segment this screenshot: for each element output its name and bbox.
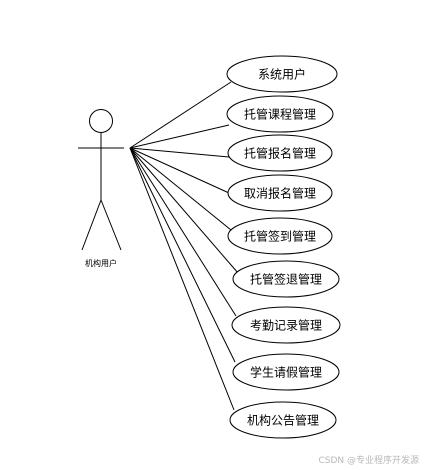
use-case-check-in-management: 托管签到管理 [227,217,333,255]
use-case-label: 系统用户 [258,67,306,82]
association-line [129,147,232,231]
actor-right-leg [100,199,122,251]
use-case-label: 取消报名管理 [244,186,316,201]
use-case-label: 托管报名管理 [244,146,316,161]
actor-figure [78,109,124,251]
use-case-ellipse [226,95,334,133]
association-line [129,124,230,149]
association-line [129,147,239,274]
use-case-label: 托管签退管理 [250,272,322,287]
association-line [129,81,232,149]
actor-label: 机构用户 [85,258,117,268]
use-case-ellipse [226,55,338,93]
use-case-registration-management: 托管报名管理 [227,134,333,172]
watermark: CSDN @专业程序开发源 [318,456,419,466]
use-case-student-leave: 学生请假管理 [232,353,340,391]
association-line [129,147,236,363]
use-case-label: 机构公告管理 [247,413,319,428]
use-case-ellipse [232,353,340,391]
use-case-label: 考勤记录管理 [250,318,322,333]
use-case-label: 学生请假管理 [250,365,322,380]
association-line [129,147,230,194]
actor-head [89,109,113,133]
use-case-check-out-management: 托管签退管理 [232,260,340,298]
use-case-ellipse [231,306,341,344]
use-case-course-management: 托管课程管理 [226,95,334,133]
use-case-ellipse [227,134,333,172]
association-line [129,147,230,158]
use-case-attendance-records: 考勤记录管理 [231,306,341,344]
use-case-ellipse [227,217,333,255]
use-case-cancel-registration: 取消报名管理 [227,174,333,212]
use-case-ellipse [232,260,340,298]
use-case-label: 托管课程管理 [244,107,316,122]
use-case-system-user: 系统用户 [226,55,338,93]
use-case-announcement-management: 机构公告管理 [229,401,337,439]
association-line [129,147,237,317]
use-case-ellipse [227,174,333,212]
use-case-label: 托管签到管理 [244,229,316,244]
association-line [129,147,235,411]
use-case-ellipse [229,401,337,439]
actor-left-leg [81,199,102,251]
